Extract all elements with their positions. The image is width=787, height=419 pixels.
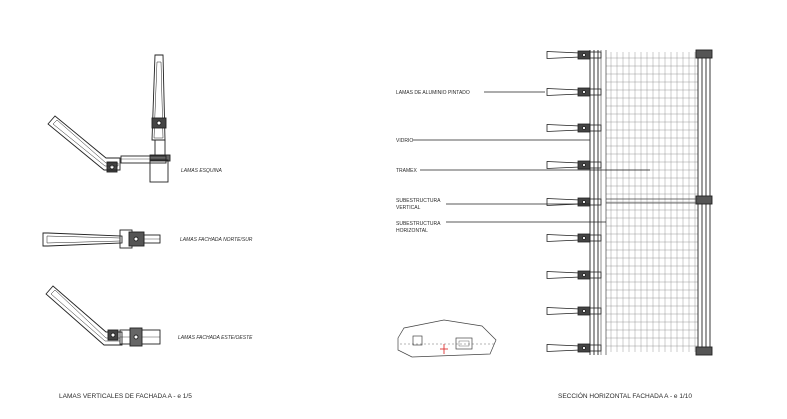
lama-bolt (582, 200, 586, 204)
horizontal-substructure (606, 198, 698, 204)
callout-vidrio: VIDRIO (396, 138, 413, 144)
aluminium-lama (546, 306, 602, 316)
callout-subestructura-vertical-line2: VERTICAL (396, 205, 421, 211)
lama-clip (589, 161, 602, 169)
callout-lamas-aluminio: LAMAS DE ALUMINIO PINTADO (396, 90, 470, 96)
lama-blade (546, 51, 581, 59)
lama-blade (546, 344, 581, 352)
lama-clip (589, 51, 602, 59)
aluminium-lama (546, 233, 602, 243)
lama-blade (546, 124, 581, 132)
callout-subestructura-vertical-line1: SUBESTRUCTURA (396, 198, 441, 204)
tramex-grid (606, 52, 698, 352)
lama-clip (589, 124, 602, 132)
lama-bolt (582, 126, 586, 130)
caption-seccion-horizontal: SECCIÓN HORIZONTAL FACHADA A - e 1/10 (558, 391, 692, 400)
label-lamas-norte-sur: LAMAS FACHADA NORTE/SUR (180, 237, 253, 243)
lama-blade (546, 307, 581, 315)
north-south-lama-detail (42, 229, 161, 249)
lama-bolt (582, 163, 586, 167)
lama-blade (546, 161, 581, 169)
lama-clip (589, 307, 602, 315)
vertical-substructure-right (695, 49, 713, 356)
aluminium-lama (546, 123, 602, 133)
east-west-lama-detail (45, 285, 161, 347)
lama-bolt (582, 346, 586, 350)
callout-tramex: TRAMEX (396, 168, 418, 174)
lama-bolt (582, 236, 586, 240)
callout-subestructura-horizontal-line1: SUBESTRUCTURA (396, 221, 441, 227)
aluminium-lama (546, 50, 602, 60)
label-lamas-esquina: LAMAS ESQUINA (181, 168, 223, 174)
callouts (413, 91, 650, 223)
lama-bolt (582, 273, 586, 277)
lama-clip (589, 344, 602, 352)
key-plan-thumbnail (397, 319, 497, 358)
left-panel: LAMAS ESQUINA LAMAS FACHADA NORTE/SUR LA… (42, 54, 253, 400)
lama-bolt (582, 309, 586, 313)
callout-subestructura-horizontal-line2: HORIZONTAL (396, 228, 428, 234)
lama-clip (589, 198, 602, 206)
right-panel: LAMAS DE ALUMINIO PINTADO VIDRIO TRAMEX … (396, 49, 713, 400)
lama-bolt (582, 53, 586, 57)
lama-bolt (582, 90, 586, 94)
lama-clip (589, 234, 602, 242)
lama-blade (546, 271, 581, 279)
lama-clip (589, 88, 602, 96)
lama-blade (546, 198, 581, 206)
lama-blade (546, 88, 581, 96)
aluminium-lama (546, 197, 602, 207)
vertical-substructure-left (589, 50, 607, 355)
label-lamas-este-oeste: LAMAS FACHADA ESTE/OESTE (178, 335, 253, 341)
lama-blade (546, 234, 581, 242)
aluminium-lama (546, 87, 602, 97)
aluminium-lama (546, 270, 602, 280)
lama-clip (589, 271, 602, 279)
caption-lamas-verticales: LAMAS VERTICALES DE FACHADA A - e 1/5 (59, 393, 192, 400)
aluminium-lama (546, 343, 602, 353)
corner-lama-detail (47, 54, 171, 183)
aluminium-lamas (546, 50, 602, 353)
aluminium-lama (546, 160, 602, 170)
